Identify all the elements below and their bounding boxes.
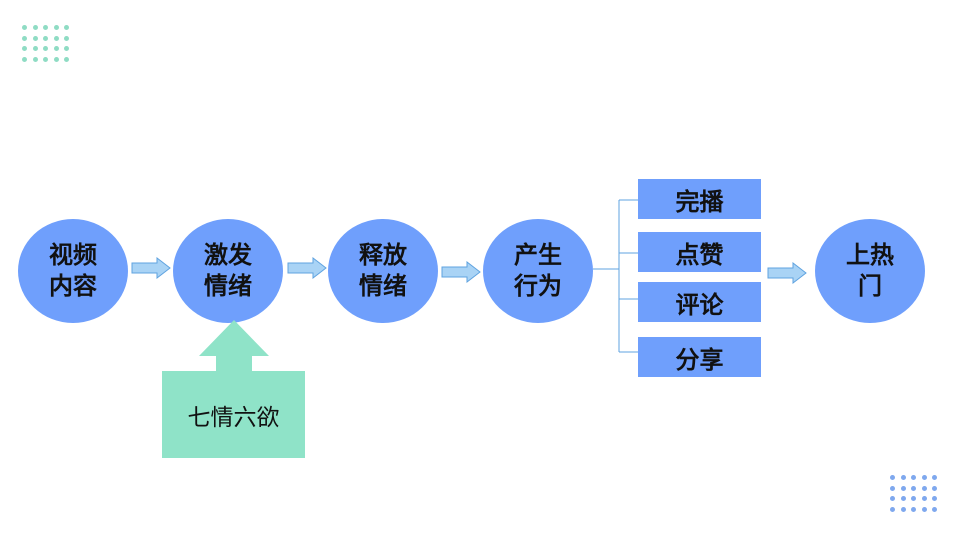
decorative-dot-grid-top-left xyxy=(22,25,69,62)
node-trending: 上热门 xyxy=(815,219,925,323)
node-release-emotion-label: 释放情绪 xyxy=(359,241,407,300)
right-arrow-icon xyxy=(441,261,481,283)
node-trigger-emotion: 激发情绪 xyxy=(173,219,283,323)
action-label: 完播 xyxy=(675,187,724,216)
right-arrow-icon xyxy=(767,262,807,284)
action-label: 评论 xyxy=(675,290,724,319)
action-label: 点赞 xyxy=(675,240,724,269)
action-box-like: 点赞 xyxy=(638,232,761,272)
emotion-source-block: 七情六欲 xyxy=(162,371,305,458)
branch-connector xyxy=(593,199,638,353)
right-arrow-icon xyxy=(287,257,327,279)
action-box-share: 分享 xyxy=(638,337,761,377)
action-box-comment: 评论 xyxy=(638,282,761,322)
decorative-dot-grid-bottom-right xyxy=(890,475,937,512)
node-video-content: 视频内容 xyxy=(18,219,128,323)
node-release-emotion: 释放情绪 xyxy=(328,219,438,323)
up-arrow-icon xyxy=(199,320,269,372)
action-box-finish-play: 完播 xyxy=(638,179,761,219)
emotion-source-label: 七情六欲 xyxy=(187,404,280,431)
node-trending-label: 上热门 xyxy=(846,241,894,300)
action-label: 分享 xyxy=(675,345,724,374)
node-generate-behavior: 产生行为 xyxy=(483,219,593,323)
node-trigger-emotion-label: 激发情绪 xyxy=(204,241,252,300)
right-arrow-icon xyxy=(131,257,171,279)
node-generate-behavior-label: 产生行为 xyxy=(514,241,562,300)
node-video-content-label: 视频内容 xyxy=(49,241,97,300)
